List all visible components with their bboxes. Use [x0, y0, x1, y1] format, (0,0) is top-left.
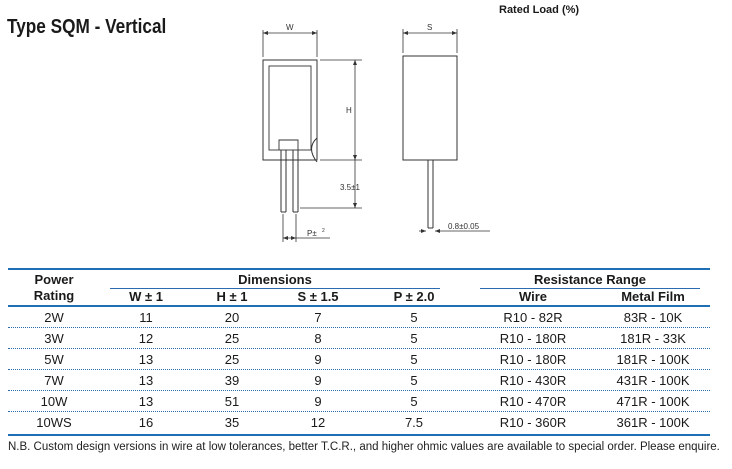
cell-wire: R10 - 82R: [503, 310, 563, 325]
col-metal-film: Metal Film: [621, 289, 685, 304]
header-dimensions: Dimensions: [238, 272, 312, 287]
table-row: 7W 13 39 9 5 R10 - 430R 431R - 100K: [8, 370, 710, 391]
cell-p: 7.5: [404, 415, 424, 430]
cell-power: 5W: [44, 352, 64, 367]
cell-metal-film: 83R - 10K: [623, 310, 683, 325]
cell-s: 9: [314, 373, 322, 388]
cell-w: 13: [138, 373, 154, 388]
cell-w: 16: [138, 415, 154, 430]
cell-power: 7W: [44, 373, 64, 388]
dim-h-label: H: [346, 106, 352, 115]
cell-metal-film: 181R - 100K: [616, 352, 690, 367]
dim-p-label: P±: [307, 229, 317, 238]
cell-metal-film: 361R - 100K: [616, 415, 690, 430]
cell-wire: R10 - 180R: [499, 331, 567, 346]
table-row: 3W 12 25 8 5 R10 - 180R 181R - 33K: [8, 328, 710, 349]
dimensions-underline: [110, 288, 440, 289]
header-power-line1: Power: [34, 272, 74, 287]
table-row: 2W 11 20 7 5 R10 - 82R 83R - 10K: [8, 307, 710, 328]
cell-wire: R10 - 430R: [499, 373, 567, 388]
cell-metal-film: 471R - 100K: [616, 394, 690, 409]
cell-p: 5: [410, 310, 418, 325]
cell-h: 25: [224, 352, 240, 367]
rated-load-label: Rated Load (%): [499, 4, 580, 16]
header-rule: [8, 305, 710, 307]
cell-p: 5: [410, 394, 418, 409]
cell-s: 7: [314, 310, 322, 325]
page-title: Type SQM - Vertical: [7, 16, 167, 38]
resistance-underline: [480, 288, 700, 289]
cell-power: 10W: [40, 394, 68, 409]
cell-w: 13: [138, 352, 154, 367]
cell-s: 9: [314, 352, 322, 367]
cell-w: 12: [138, 331, 154, 346]
cell-h: 35: [224, 415, 240, 430]
cell-power: 10WS: [36, 415, 72, 430]
cell-h: 51: [224, 394, 240, 409]
cell-wire: R10 - 180R: [499, 352, 567, 367]
cell-w: 13: [138, 394, 154, 409]
footnote: N.B. Custom design versions in wire at l…: [8, 441, 720, 453]
cell-w: 11: [139, 310, 153, 325]
cell-h: 25: [224, 331, 240, 346]
dim-lead-dia: 0.8±0.05: [448, 222, 480, 231]
dim-s-label: S: [427, 23, 432, 32]
table-row: 5W 13 25 9 5 R10 - 180R 181R - 100K: [8, 349, 710, 370]
cell-metal-film: 431R - 100K: [616, 373, 690, 388]
table-bottom-rule: [8, 434, 710, 436]
cell-s: 12: [310, 415, 326, 430]
resistor-drawing: W H 3.5±1 P± 2 S 0.8±0.05: [262, 23, 490, 242]
cell-h: 20: [224, 310, 240, 325]
cell-s: 8: [314, 331, 322, 346]
col-s: S ± 1.5: [297, 289, 339, 304]
col-w: W ± 1: [129, 289, 163, 304]
cell-wire: R10 - 360R: [499, 415, 567, 430]
table-row: 10W 13 51 9 5 R10 - 470R 471R - 100K: [8, 391, 710, 412]
dim-w-label: W: [286, 23, 294, 32]
cell-s: 9: [314, 394, 322, 409]
col-wire: Wire: [518, 289, 548, 304]
table-row: 10WS 16 35 12 7.5 R10 - 360R 361R - 100K: [8, 412, 710, 434]
cell-h: 39: [224, 373, 240, 388]
dim-p-tol: 2: [322, 228, 325, 234]
cell-p: 5: [410, 331, 418, 346]
header-power-line2: Rating: [33, 288, 75, 303]
table-top-rule: [8, 268, 710, 270]
cell-power: 2W: [44, 310, 64, 325]
cell-p: 5: [410, 352, 418, 367]
cell-metal-film: 181R - 33K: [620, 331, 686, 346]
col-h: H ± 1: [216, 289, 248, 304]
col-p: P ± 2.0: [393, 289, 435, 304]
cell-p: 5: [410, 373, 418, 388]
header-resistance-range: Resistance Range: [534, 272, 646, 287]
cell-wire: R10 - 470R: [499, 394, 567, 409]
cell-power: 3W: [44, 331, 64, 346]
dim-lead-length: 3.5±1: [340, 183, 361, 192]
